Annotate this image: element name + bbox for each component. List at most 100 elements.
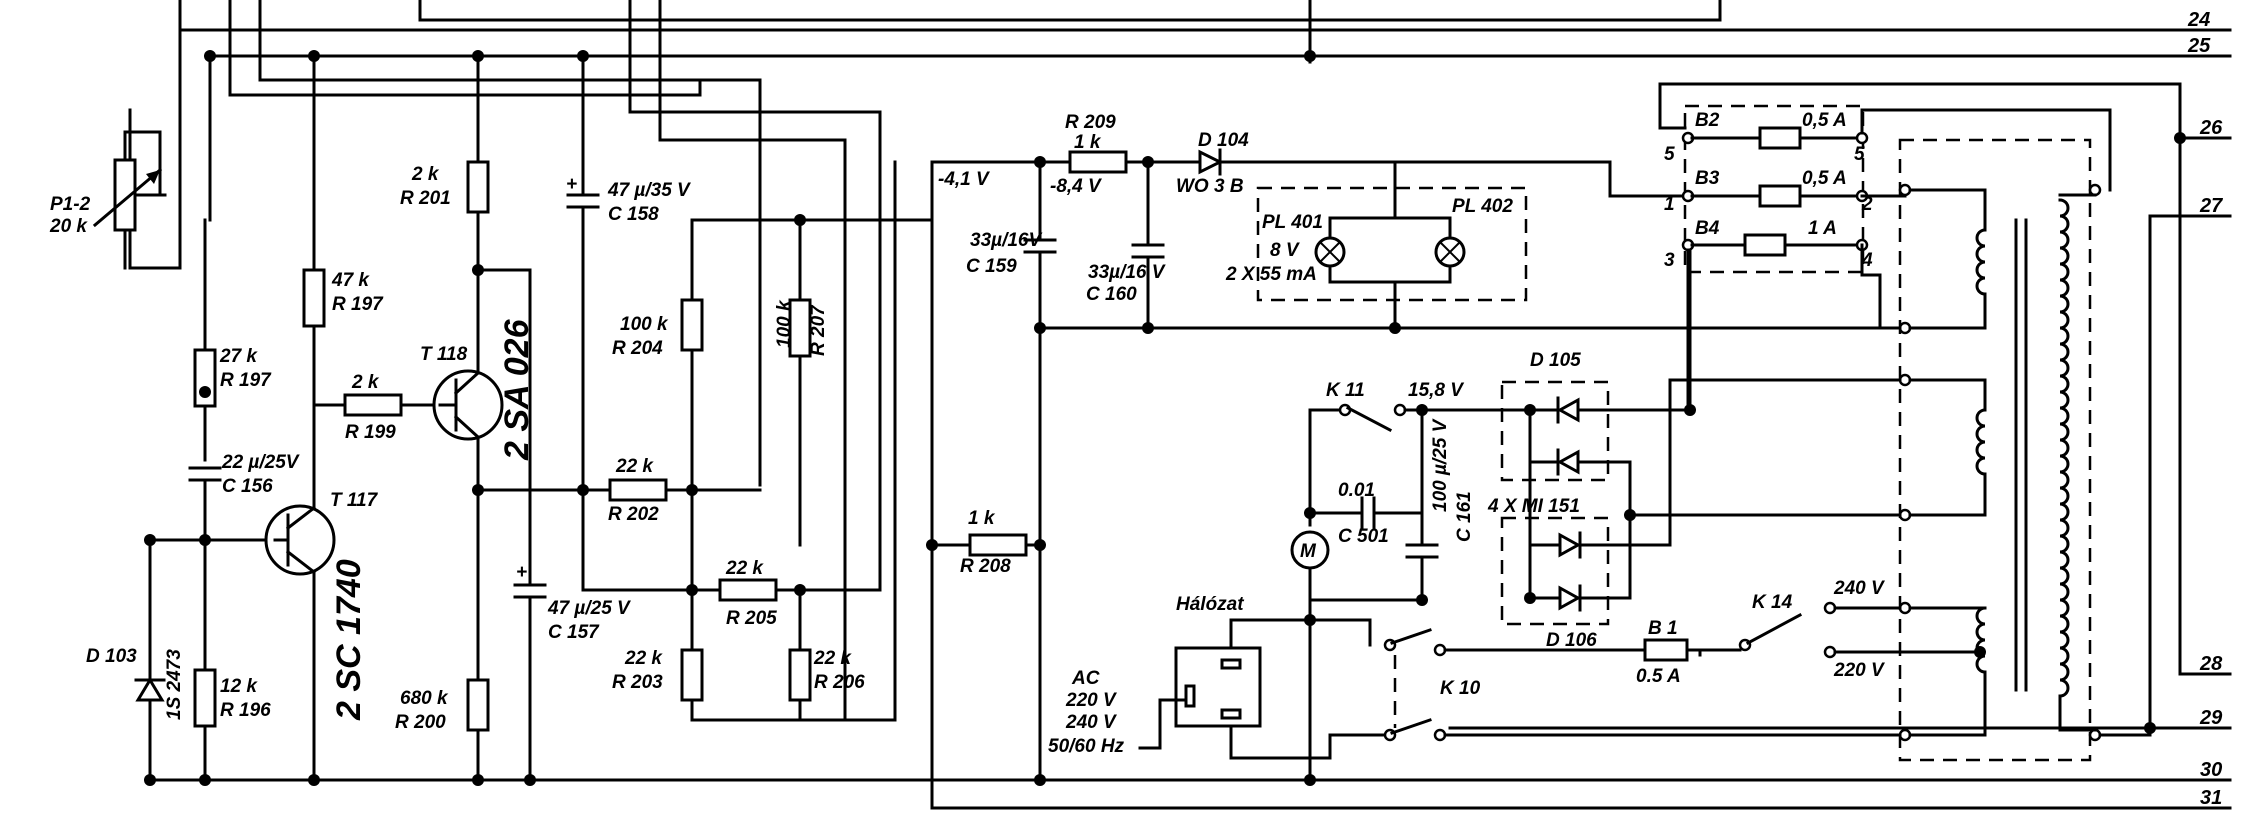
label-c160: C 160 [1086, 284, 1137, 305]
type-t117: 2 SC 1740 [330, 559, 368, 721]
value-b3: 0,5 A [1802, 168, 1847, 189]
value-lamp-voltage: 8 V [1270, 240, 1300, 261]
label-240v-tap: 240 V [1833, 578, 1885, 599]
value-c161: 100 µ/25 V [1430, 418, 1451, 512]
label-r203: R 203 [612, 672, 663, 693]
label-b2: B2 [1695, 110, 1720, 131]
middle-section: -4,1 V R 209 1 k -8,4 V D 104 WO 3 B 33µ… [926, 50, 1982, 786]
label-r199: R 199 [345, 422, 396, 443]
value-r209: 1 k [1074, 132, 1102, 153]
value-r203: 22 k [624, 648, 663, 669]
label-r209: R 209 [1065, 112, 1116, 133]
resistor-r197-b [302, 268, 326, 328]
label-r201: R 201 [400, 188, 451, 209]
value-r201: 2 k [411, 164, 440, 185]
voltage-8-4v: -8,4 V [1050, 176, 1102, 197]
label-k14: K 14 [1752, 592, 1793, 613]
resistor-r204 [680, 298, 704, 352]
label-halozat: Hálózat [1176, 594, 1244, 615]
value-r197-b: 47 k [331, 270, 370, 291]
value-r204: 100 k [620, 314, 669, 335]
coil-1 [1975, 228, 1987, 296]
label-b1: B 1 [1648, 618, 1678, 639]
resistor-r196 [193, 668, 217, 728]
fuse-b1 [1643, 638, 1689, 662]
resistor-r201 [466, 160, 490, 214]
diode-d106-b [1558, 585, 1582, 611]
resistor-r199 [343, 393, 403, 417]
label-220v: 220 V [1065, 690, 1117, 711]
label-p1-2: P1-2 [50, 194, 91, 215]
value-r196: 12 k [220, 676, 258, 697]
bus-number-31: 31 [2200, 787, 2222, 809]
value-c159: 33µ/16V [970, 230, 1042, 251]
label-r206: R 206 [814, 672, 865, 693]
plus-c157: + [516, 562, 527, 583]
label-d103: D 103 [86, 646, 137, 667]
label-220v-tap: 220 V [1833, 660, 1885, 681]
value-c158: 47 µ/35 V [607, 180, 691, 201]
bus-number-26: 26 [2199, 117, 2223, 139]
value-c501: 0.01 [1338, 480, 1375, 501]
value-r205: 22 k [725, 558, 764, 579]
resistor-r205 [718, 578, 778, 602]
bus-number-24: 24 [2187, 9, 2210, 31]
bridge-d106-box [1500, 516, 1610, 626]
pin-5-left: 5 [1664, 144, 1675, 165]
fuse-b2 [1758, 126, 1802, 150]
value-r206: 22 k [813, 648, 852, 669]
value-r207: 100 k [774, 299, 795, 348]
label-r196: R 196 [220, 700, 271, 721]
bridge-d105-box [1500, 380, 1610, 482]
label-t117: T 117 [330, 490, 379, 511]
coil-2 [1975, 408, 1987, 476]
label-c161: C 161 [1454, 491, 1475, 542]
label-r200: R 200 [395, 712, 446, 733]
label-bridge-type: 4 X MI 151 [1487, 496, 1580, 517]
transistor-t118 [432, 369, 504, 441]
value-r199: 2 k [351, 372, 380, 393]
coil-secondary [2058, 198, 2070, 698]
diode-d106-a [1558, 532, 1582, 558]
transformer-terminals [1898, 183, 2102, 742]
bus-number-30: 30 [2200, 759, 2222, 781]
value-c160: 33µ/16 V [1088, 262, 1166, 283]
voltage-15-8v: 15,8 V [1408, 380, 1464, 401]
fuse-block [1683, 104, 1865, 274]
pin-5-right: 5 [1854, 144, 1865, 165]
label-freq: 50/60 Hz [1048, 736, 1125, 757]
label-b4: B4 [1695, 218, 1720, 239]
type-wo3b: WO 3 B [1176, 176, 1244, 197]
value-b4: 1 A [1808, 218, 1837, 239]
diode-d105-b [1556, 449, 1580, 475]
value-r208: 1 k [968, 508, 996, 529]
label-ac: AC [1071, 668, 1100, 689]
diode-d103 [135, 677, 165, 702]
label-k10: K 10 [1440, 678, 1481, 699]
label-240v: 240 V [1065, 712, 1117, 733]
label-d105: D 105 [1530, 350, 1581, 371]
fuse-b3 [1758, 184, 1802, 208]
value-r202: 22 k [615, 456, 654, 477]
right-section: 5 5 1 2 3 4 B2 0,5 A B3 0,5 A B4 1 A [1393, 82, 2186, 762]
bus-number-27: 27 [2199, 195, 2223, 217]
resistor-r208 [968, 533, 1028, 557]
resistor-r206 [788, 648, 812, 702]
diode-d105-a [1556, 397, 1580, 423]
label-r204: R 204 [612, 338, 663, 359]
label-t118: T 118 [420, 344, 468, 365]
label-d106: D 106 [1546, 630, 1597, 651]
label-b3: B3 [1695, 168, 1720, 189]
motor-symbol: M [1300, 541, 1317, 562]
resistor-r203 [680, 648, 704, 702]
resistor-r209 [1068, 150, 1128, 174]
value-b1: 0.5 A [1636, 666, 1681, 687]
coil-primary [1975, 606, 1987, 674]
lamp-box [1256, 186, 1528, 302]
fuse-b4 [1743, 233, 1787, 257]
value-lamp-current: 2 X 55 mA [1225, 264, 1317, 285]
label-r208: R 208 [960, 556, 1011, 577]
value-r200: 680 k [400, 688, 449, 709]
diode-d104 [1198, 149, 1224, 175]
